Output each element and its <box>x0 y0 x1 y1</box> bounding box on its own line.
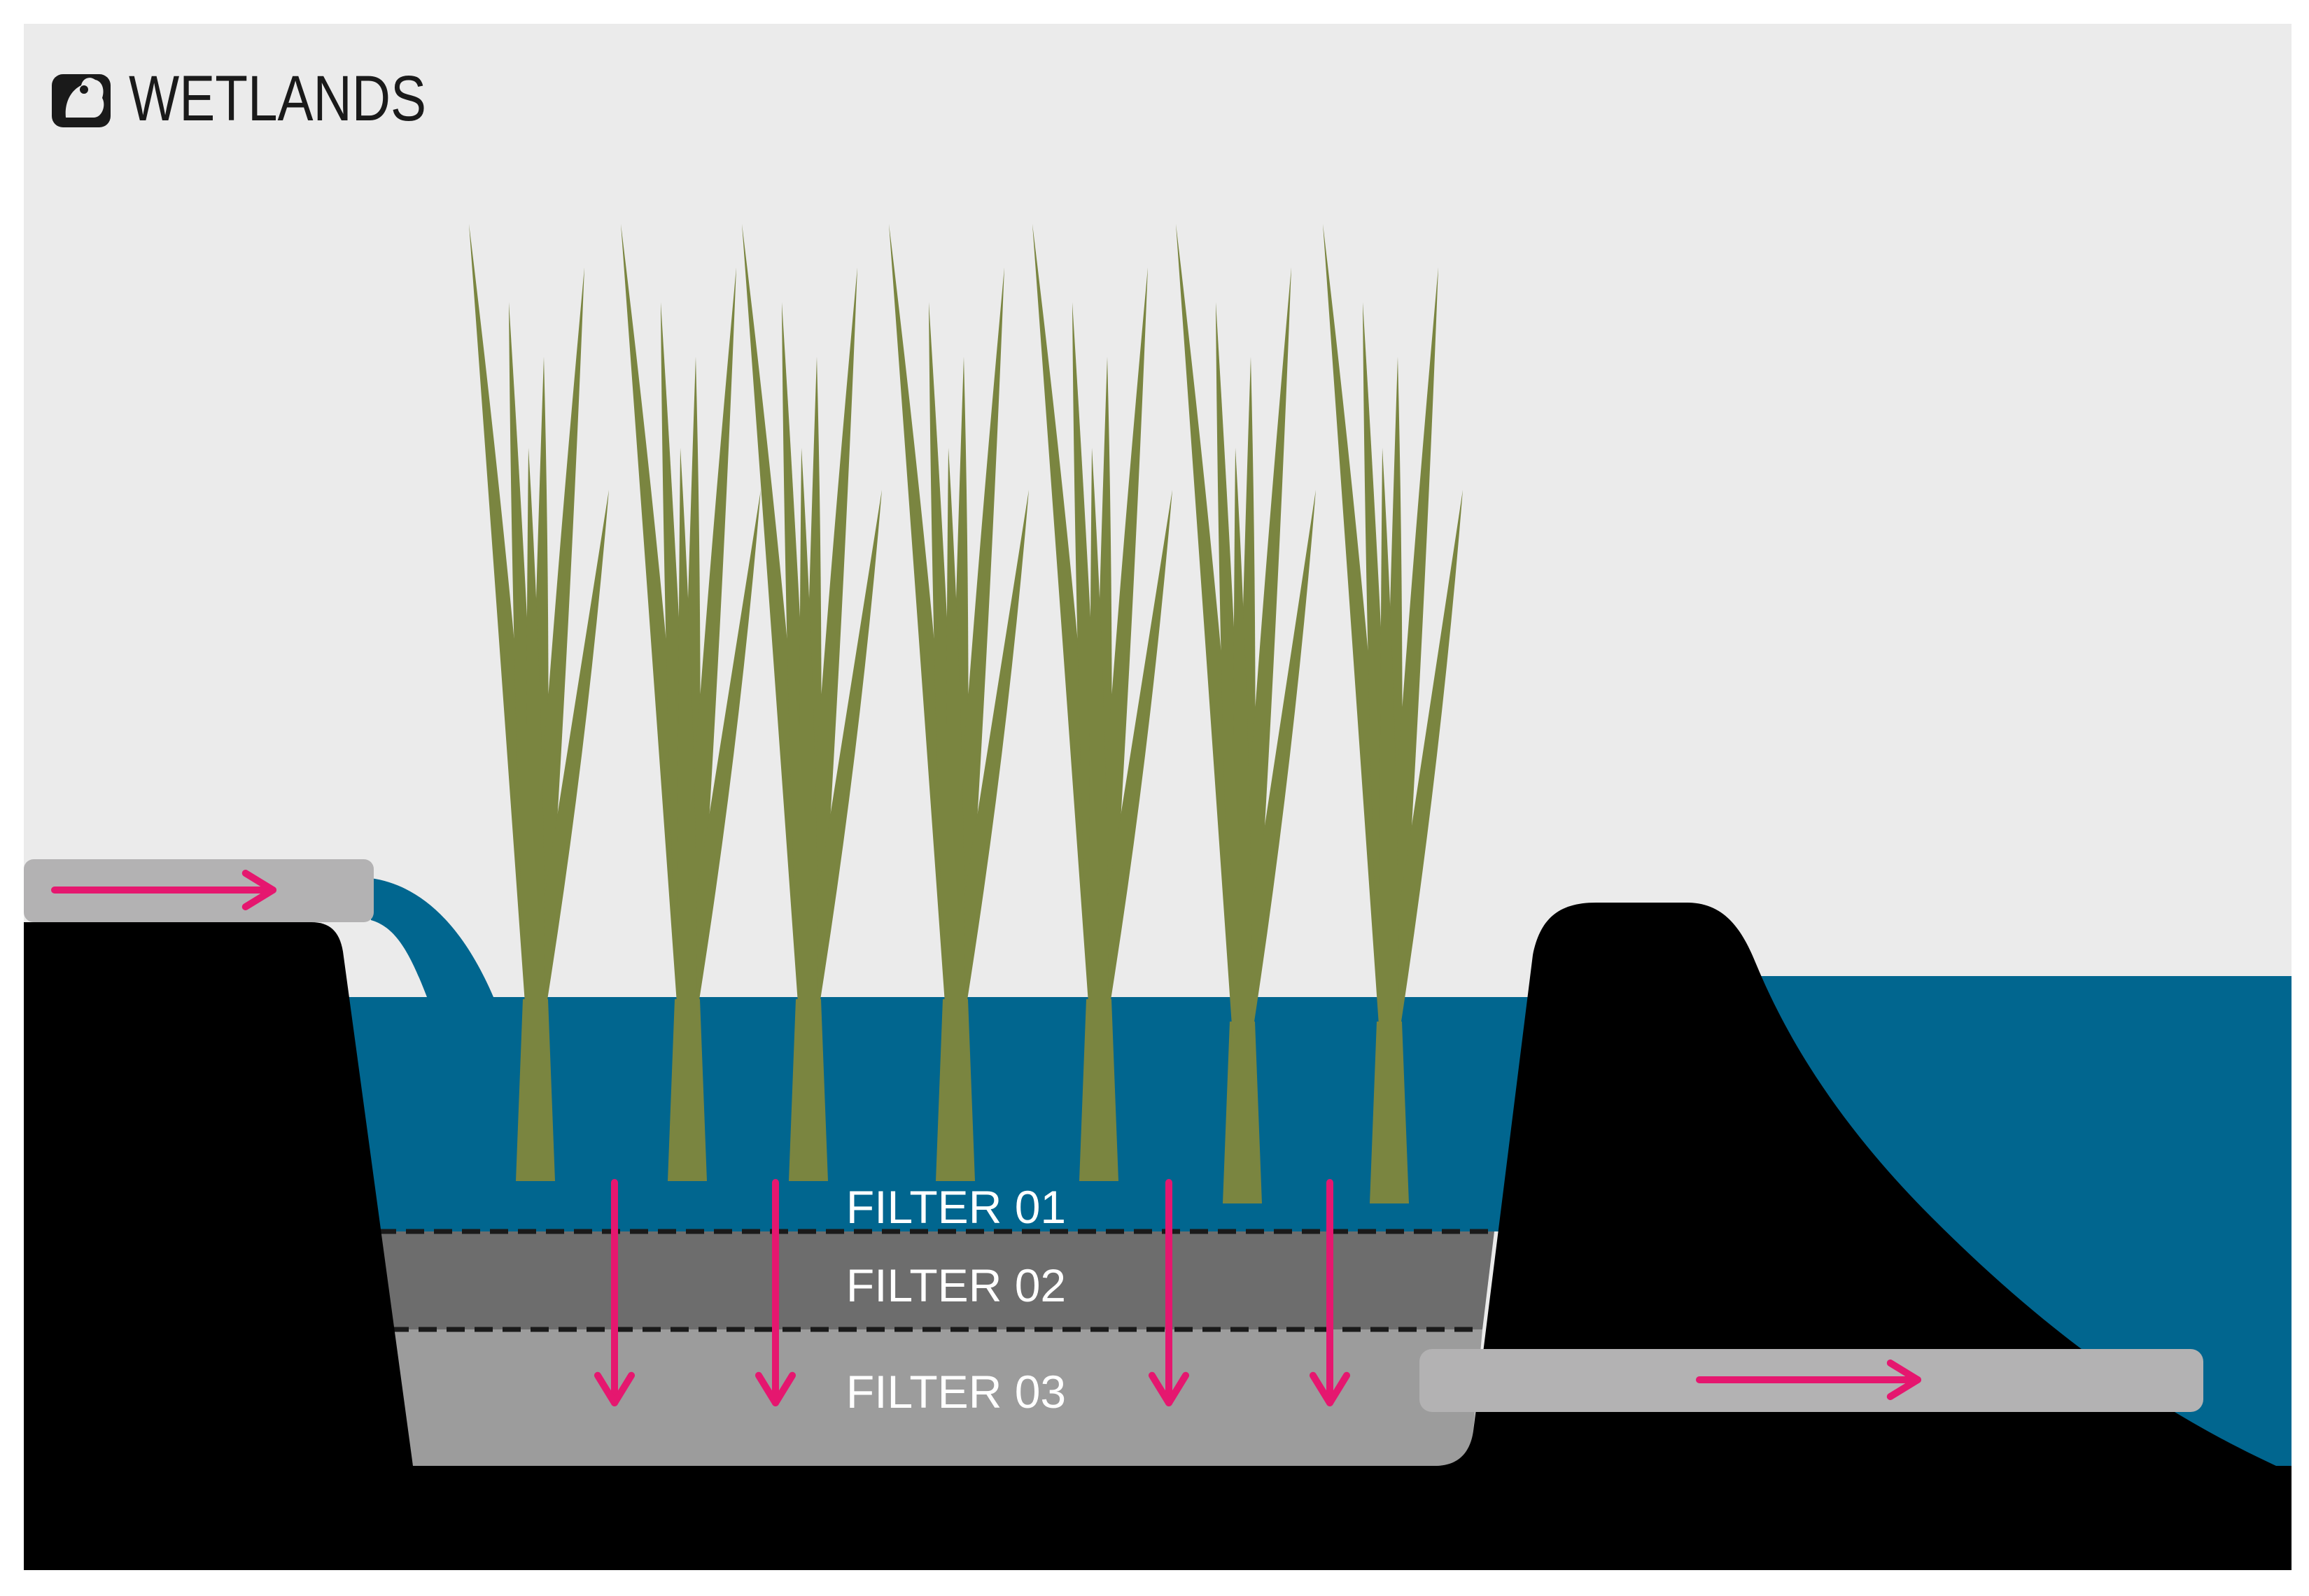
filter-02-layer <box>378 1231 1494 1329</box>
arrow-icon <box>594 1179 636 1406</box>
reed-blade <box>1233 448 1252 1036</box>
reed-clump <box>469 224 609 1181</box>
reed-blade <box>1089 448 1109 1013</box>
reed-stem <box>668 999 707 1181</box>
arrow-icon <box>51 869 276 911</box>
filter-01-label: FILTER 01 <box>846 1181 1066 1233</box>
diagram-title: WETLANDS <box>129 63 426 134</box>
inflow-stream <box>371 878 493 997</box>
wetland-badge-icon <box>52 74 111 127</box>
ground-base <box>24 1466 2292 1570</box>
reed-blade <box>799 448 818 1013</box>
arrow-icon <box>755 1179 796 1406</box>
reed-clump <box>1032 224 1172 1181</box>
reed-clump <box>621 224 761 1181</box>
reed-stem <box>1223 1022 1262 1203</box>
filter-02-label: FILTER 02 <box>846 1259 1066 1311</box>
reed-clump <box>1323 224 1463 1203</box>
reed-clump <box>1176 224 1316 1203</box>
reed-blade <box>946 448 965 1013</box>
reed-stem <box>1370 1022 1409 1203</box>
reed-blade <box>678 448 697 1013</box>
reed-blade <box>1380 448 1399 1036</box>
filter-03-label: FILTER 03 <box>846 1366 1066 1418</box>
outlet-water <box>1729 976 2292 1473</box>
filter-03-layer <box>391 1329 1482 1466</box>
reed-stem <box>1079 999 1118 1181</box>
reed-stem <box>516 999 555 1181</box>
flow-arrows <box>51 869 1921 1406</box>
reed-stem <box>789 999 828 1181</box>
arrow-icon <box>1309 1179 1351 1406</box>
reeds <box>469 224 1463 1203</box>
arrow-icon <box>1696 1359 1921 1401</box>
reed-clump <box>742 224 882 1181</box>
reed-clump <box>889 224 1029 1181</box>
reed-stem <box>936 999 975 1181</box>
arrow-icon <box>1148 1179 1190 1406</box>
left-earth-bank <box>24 922 413 1570</box>
reed-blade <box>526 448 545 1013</box>
